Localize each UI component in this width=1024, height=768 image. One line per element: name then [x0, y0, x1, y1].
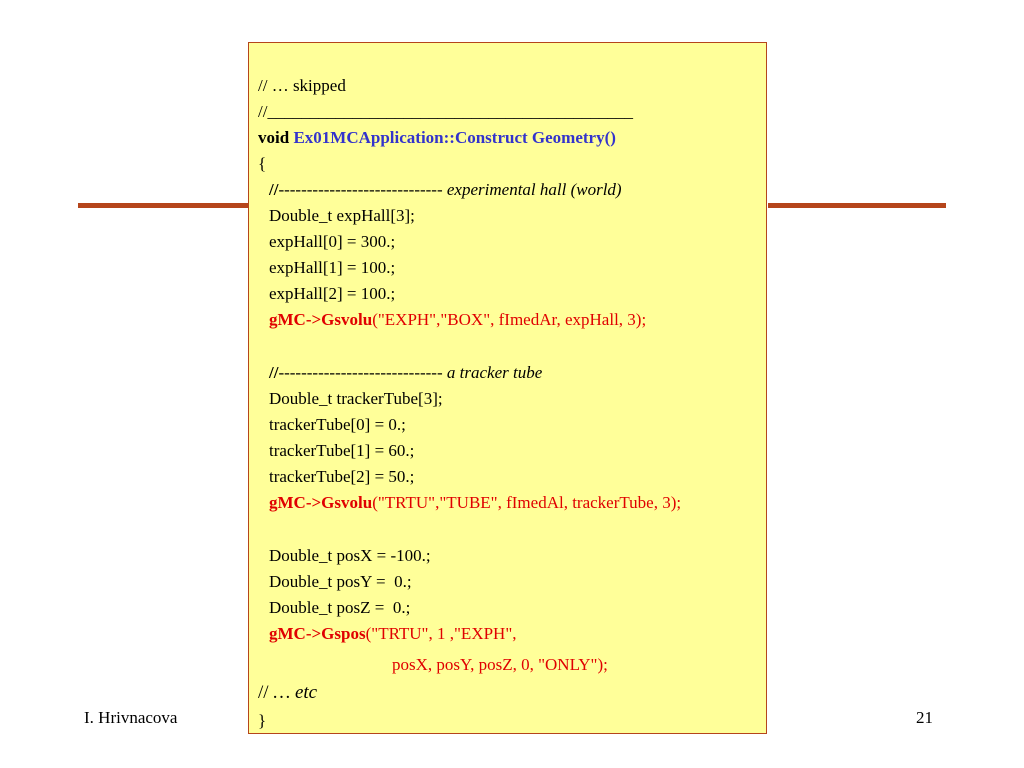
call-args: ("TRTU", 1 ,"EXPH",	[365, 624, 517, 643]
code-line: trackerTube[1] = 60.;	[269, 441, 415, 460]
comment-text: a tracker tube	[446, 363, 543, 382]
function-name: Ex01MCApplication::Construct Geometry()	[293, 128, 616, 147]
code-line: trackerTube[2] = 50.;	[269, 467, 415, 486]
comment-marker: //	[269, 180, 279, 199]
comment-text: … etc	[273, 682, 318, 703]
code-line: Double_t trackerTube[3];	[269, 389, 443, 408]
code-line: Double_t posY = 0.;	[269, 572, 412, 591]
code-line: expHall[2] = 100.;	[269, 284, 396, 303]
comment-marker: //	[269, 363, 279, 382]
code-line: //----------------------------- experime…	[269, 180, 622, 200]
function-call: gMC->Gspos	[269, 624, 366, 643]
call-args: ("TRTU","TUBE", fImedAl, trackerTube, 3)…	[372, 493, 682, 512]
call-args: ("EXPH","BOX", fImedAr, expHall, 3);	[372, 310, 647, 329]
code-line: }	[258, 711, 267, 730]
code-line: expHall[0] = 300.;	[269, 232, 396, 251]
code-line: Double_t posX = -100.;	[269, 546, 431, 565]
code-line: // … skipped	[258, 76, 346, 95]
function-call: gMC->Gsvolu	[269, 310, 373, 329]
code-line: //______________________________________…	[258, 102, 633, 121]
code-listing: // … skipped //_________________________…	[248, 42, 767, 734]
comment-marker: //	[258, 682, 269, 703]
code-line: Double_t posZ = 0.;	[269, 598, 411, 617]
code-line: {	[258, 154, 267, 173]
code-line: posX, posY, posZ, 0, "ONLY");	[392, 655, 608, 674]
code-line: gMC->Gsvolu("EXPH","BOX", fImedAr, expHa…	[269, 310, 646, 330]
decorative-rule-left	[78, 203, 250, 208]
code-line: Double_t expHall[3];	[269, 206, 415, 225]
code-line: // … etc	[258, 683, 317, 703]
comment-dashes: -----------------------------	[278, 363, 443, 382]
comment-dashes: -----------------------------	[278, 180, 443, 199]
code-line: gMC->Gsvolu("TRTU","TUBE", fImedAl, trac…	[269, 493, 681, 513]
comment-text: experimental hall (world)	[446, 180, 622, 199]
page-number: 21	[916, 708, 933, 727]
decorative-rule-right	[768, 203, 946, 208]
code-line: gMC->Gspos("TRTU", 1 ,"EXPH",	[269, 624, 517, 644]
function-call: gMC->Gsvolu	[269, 493, 373, 512]
code-line: expHall[1] = 100.;	[269, 258, 396, 277]
code-line: //----------------------------- a tracke…	[269, 363, 542, 383]
code-line: trackerTube[0] = 0.;	[269, 415, 406, 434]
footer-author: I. Hrivnacova	[84, 708, 178, 727]
code-line: void Ex01MCApplication::Construct Geomet…	[258, 128, 616, 148]
keyword: void	[258, 128, 290, 147]
